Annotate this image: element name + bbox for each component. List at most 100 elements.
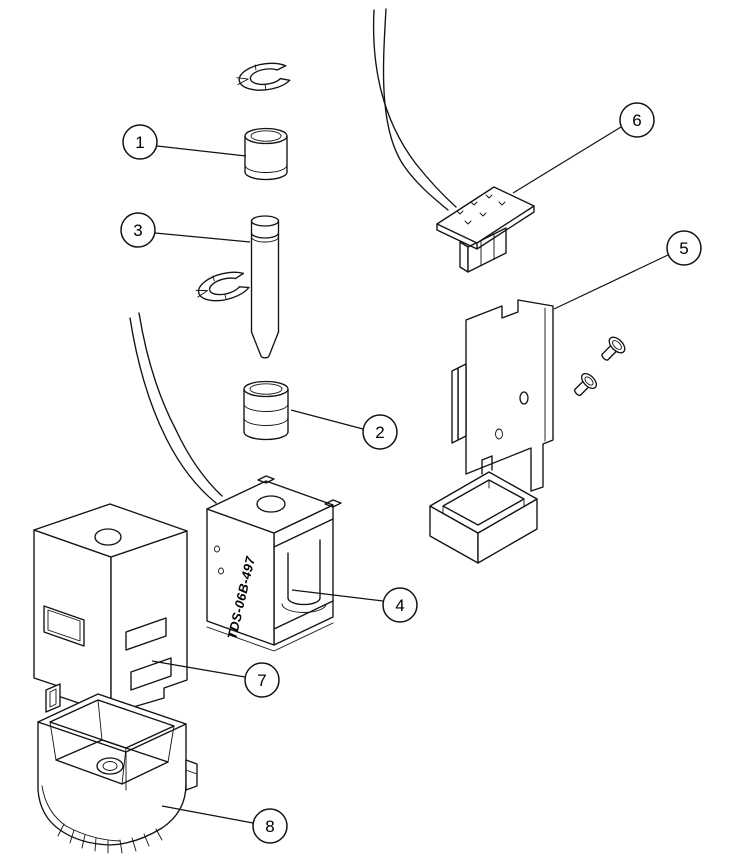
rear-tab [45,683,61,713]
callout-2-leader [290,409,364,430]
head [608,336,626,354]
solder-pin [485,194,493,199]
sleeve-part-1 [244,127,288,181]
cover-part-7 [33,503,188,715]
callout-8-circle [252,808,288,844]
callout-2: 2 [290,409,398,450]
callout-2-circle [362,414,398,450]
coil-flange [281,603,327,613]
grip-hatching [57,823,163,854]
wire [372,9,457,208]
hatch [131,837,137,852]
callout-5-leader [553,254,669,310]
callout-7-circle [244,662,280,698]
shank-end [573,388,582,397]
base-part-8 [37,683,198,854]
band [244,164,288,173]
cavity-edge [121,747,127,785]
callout-1: 1 [122,124,247,160]
top-face [206,480,334,534]
rivet-hole [519,391,529,405]
shank-end [601,353,609,361]
solder-pin [464,220,472,225]
hatch [155,828,163,841]
solder-pin [479,212,487,217]
lead-wires-right [372,8,457,211]
shank [601,344,613,355]
floor-hole [96,757,124,775]
screw-dot [214,545,220,553]
bracket-part-5 [451,299,554,492]
top-face [33,503,188,558]
bottom-rim [244,171,288,181]
hatch [119,839,123,854]
rivet-2 [573,372,598,397]
wall-thickness [41,785,121,842]
side-pad [457,363,467,441]
callout-3: 3 [120,212,251,248]
rivet-1 [601,336,626,361]
sleeve-part-2 [243,380,289,441]
core-hole [256,495,286,513]
top-rim [250,215,280,227]
bobbin-frame [429,455,538,564]
callout-8: 8 [161,805,288,844]
inner-rim [249,383,283,395]
bracket-plate [465,299,554,492]
solder-pin [456,210,464,215]
board-thickness [436,205,535,250]
callout-7-leader [151,660,246,678]
shank [579,385,590,396]
groove [250,232,280,239]
floor-hole-inner [102,761,118,771]
solder-pin [470,201,478,206]
plunger-part-3 [250,215,280,359]
taper-tip [250,331,280,359]
hatch [143,833,150,847]
callout-7: 7 [151,660,280,698]
corner-tab [324,499,342,508]
cavity-edge [97,699,103,741]
shank [574,380,585,391]
hatch [69,829,75,844]
rivet-hole [495,428,503,440]
side-pad-face [451,367,459,444]
callout-3-circle [120,212,156,248]
left-slot-inner [47,609,81,642]
wire [129,317,217,504]
callout-7-number: 7 [257,671,266,690]
top-rim [429,471,538,534]
screw-dot [218,567,224,575]
callout-4-number: 4 [395,596,404,615]
cavity-edge [49,721,57,761]
solenoid-part-4: TDS-06B-497 [206,475,342,652]
right-slot [125,617,167,651]
rear-tab-slot [49,688,57,708]
connector-front [467,227,507,273]
solder-pin [498,201,506,206]
right-face [110,530,188,715]
inner-rim [250,130,282,142]
callout-3-number: 3 [133,221,142,240]
body-silhouette [37,693,187,846]
right-slot [130,657,172,691]
callout-8-number: 8 [265,817,274,836]
callout-5: 5 [553,230,702,310]
top-hole [94,528,122,546]
hatch [57,823,65,837]
callout-5-number: 5 [679,239,688,258]
callout-4: 4 [291,587,418,623]
callout-6-number: 6 [632,111,641,130]
coil-bottom [287,597,321,606]
bottom-plate-edge [273,600,334,630]
callout-6-leader [512,126,622,194]
latch [185,759,198,791]
callout-4-circle [382,587,418,623]
latch-line [185,769,198,775]
shank [607,349,618,361]
left-face [33,529,112,715]
cavity-edge [167,725,175,763]
corner-tab [257,475,275,484]
band [243,403,289,412]
hatch [94,837,97,852]
